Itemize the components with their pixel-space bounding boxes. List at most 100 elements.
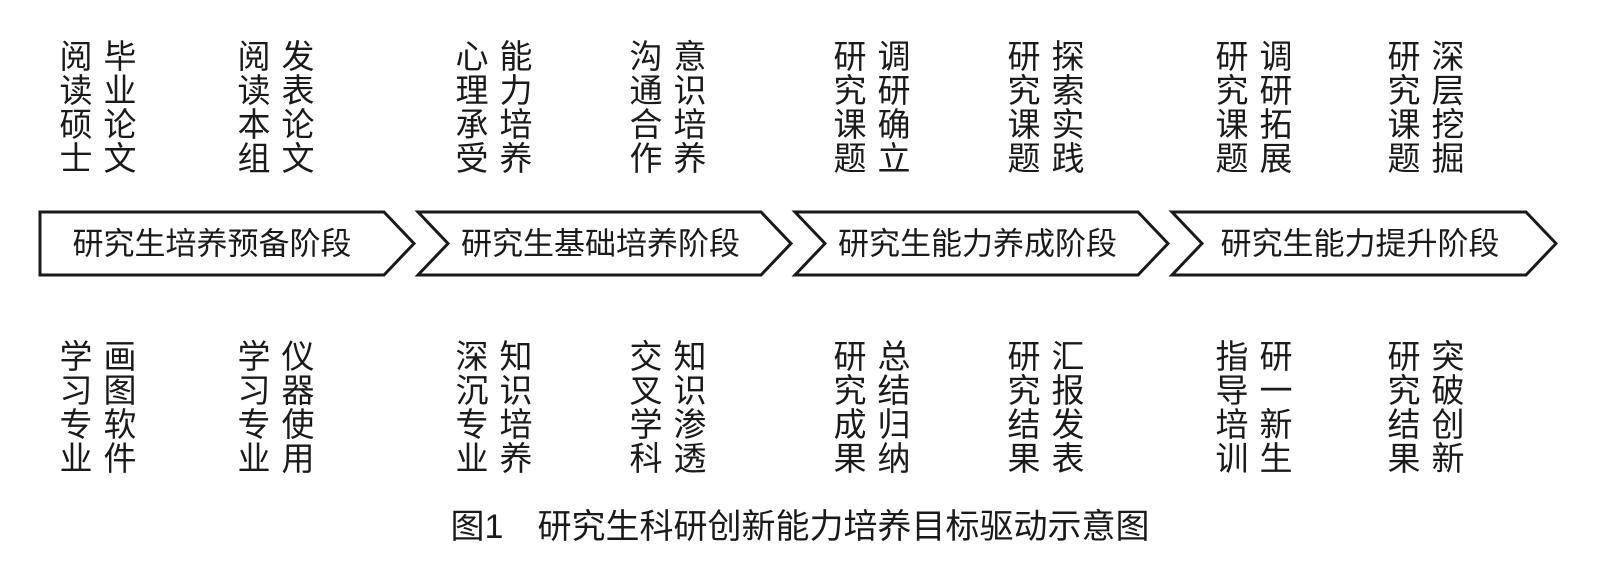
top-char: 读 [238,71,271,110]
bottom-char: 结 [1008,405,1041,444]
top-char: 课 [1008,105,1041,144]
top-char: 毕 [104,37,137,76]
top-char: 题 [1008,139,1041,178]
top-char: 践 [1052,139,1085,178]
bottom-char: 归 [878,405,911,444]
bottom-char: 画 [104,337,137,376]
stage-label-2: 研究生基础培养阶段 [461,227,740,262]
bottom-char: 交 [630,337,663,376]
top-char: 实 [1052,105,1085,144]
top-char: 意 [674,37,707,76]
top-char: 调 [878,37,911,76]
top-char: 题 [1388,139,1421,178]
bottom-char: 发 [1052,405,1085,444]
bottom-char: 知 [500,337,533,376]
top-char: 论 [282,105,315,144]
bottom-char: 习 [60,371,93,410]
bottom-char: 表 [1052,439,1085,478]
bottom-char: 指 [1216,337,1249,376]
bottom-char: 新 [1432,439,1465,478]
bottom-char: 养 [500,439,533,478]
bottom-char: 业 [238,439,271,478]
bottom-char: 业 [60,439,93,478]
bottom-char: 识 [674,371,707,410]
bottom-char: 究 [834,371,867,410]
top-char: 确 [878,105,911,144]
bottom-char: 究 [1008,371,1041,410]
bottom-char: 一 [1260,371,1293,410]
bottom-char: 仪 [282,337,315,376]
top-char: 究 [1216,71,1249,110]
figure-caption: 图1 研究生科研创新能力培养目标驱动示意图 [451,508,1150,546]
bottom-char: 培 [1216,405,1249,444]
stage-arrow-3 [791,210,1171,277]
bottom-char: 结 [878,371,911,410]
top-char: 阅 [60,37,93,76]
top-char: 层 [1432,71,1465,110]
bottom-char: 培 [500,405,533,444]
top-char: 究 [1388,71,1421,110]
bottom-char: 专 [456,405,489,444]
bottom-char: 透 [674,439,707,478]
top-char: 养 [674,139,707,178]
bottom-char: 究 [1388,371,1421,410]
stage-arrows: 研究生培养预备阶段 研究生基础培养阶段 研究生能力养成阶段 研究生能力提升阶段 [38,210,1559,277]
top-char: 研 [1260,71,1293,110]
top-char: 沟 [630,37,663,76]
top-char: 研 [834,37,867,76]
top-char: 课 [834,105,867,144]
top-char: 承 [456,105,489,144]
top-char: 掘 [1432,139,1465,178]
bottom-char: 学 [60,337,93,376]
bottom-char: 总 [878,337,911,376]
bottom-char: 器 [282,371,315,410]
bottom-char: 生 [1260,439,1293,478]
bottom-char: 图 [104,371,137,410]
bottom-char: 学 [238,337,271,376]
top-char: 读 [60,71,93,110]
bottom-char: 专 [60,405,93,444]
top-char: 展 [1260,139,1293,178]
top-char: 立 [878,139,911,178]
top-char: 论 [104,105,137,144]
bottom-char: 件 [104,439,137,478]
bottom-char: 果 [1388,439,1421,478]
bottom-char: 果 [1008,439,1041,478]
bottom-char: 渗 [674,405,707,444]
top-char: 能 [500,37,533,76]
stage-label-3: 研究生能力养成阶段 [838,227,1117,262]
top-char: 拓 [1260,105,1293,144]
bottom-char: 研 [1388,337,1421,376]
top-char: 士 [60,139,93,178]
top-char: 题 [1216,139,1249,178]
stage-label-4: 研究生能力提升阶段 [1221,227,1500,262]
bottom-char: 结 [1388,405,1421,444]
top-char: 研 [1388,37,1421,76]
top-char: 文 [282,139,315,178]
bottom-char: 果 [834,439,867,478]
bottom-goal-columns: 学习专业画图软件学习专业仪器使用深沉专业知识培养交叉学科知识渗透研究成果总结归纳… [60,337,1465,478]
top-char: 作 [630,139,663,178]
stage-label-1: 研究生培养预备阶段 [73,227,352,262]
stage-arrow-4 [1168,210,1559,277]
top-char: 组 [238,139,271,178]
top-char: 培 [500,105,533,144]
top-char: 合 [630,105,663,144]
bottom-char: 突 [1432,337,1465,376]
top-char: 阅 [238,37,271,76]
top-char: 究 [834,71,867,110]
top-char: 理 [456,71,489,110]
bottom-char: 习 [238,371,271,410]
bottom-char: 学 [630,405,663,444]
bottom-char: 专 [238,405,271,444]
top-char: 研 [878,71,911,110]
top-char: 业 [104,71,137,110]
top-char: 题 [834,139,867,178]
top-char: 发 [282,37,315,76]
top-goal-columns: 阅读硕士毕业论文阅读本组发表论文心理承受能力培养沟通合作意识培养研究课题调研确立… [60,37,1465,178]
top-char: 受 [456,139,489,178]
top-char: 硕 [60,105,93,144]
top-char: 表 [282,71,315,110]
top-char: 养 [500,139,533,178]
